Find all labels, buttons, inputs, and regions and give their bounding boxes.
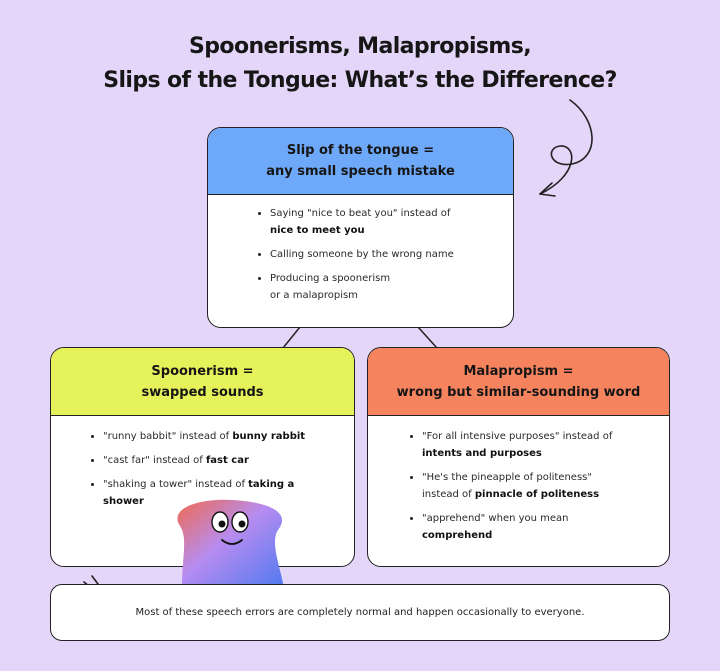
spoonerism-header-line-2: swapped sounds — [141, 384, 264, 400]
list-item: Producing a spoonerism or a malapropism — [256, 270, 475, 304]
list-item: "apprehend" when you mean comprehend — [408, 510, 625, 544]
malapropism-header: Malapropism = wrong but similar-sounding… — [368, 348, 669, 416]
list-item: "For all intensive purposes" instead of … — [408, 428, 625, 462]
title-line-1: Spoonerisms, Malapropisms, — [189, 34, 532, 59]
slip-header: Slip of the tongue = any small speech mi… — [208, 128, 513, 195]
slip-list: Saying "nice to beat you" instead of nic… — [208, 195, 513, 304]
connector-to-spoonerism — [282, 326, 301, 349]
title-line-2: Slips of the Tongue: What’s the Differen… — [103, 68, 617, 93]
list-item: "cast far" instead of fast car — [89, 452, 324, 469]
malapropism-list: "For all intensive purposes" instead of … — [368, 416, 669, 544]
spoonerism-header: Spoonerism = swapped sounds — [51, 348, 354, 416]
spoonerism-header-line-1: Spoonerism = — [151, 363, 254, 379]
slip-header-line-2: any small speech mistake — [266, 164, 455, 179]
malapropism-header-line-2: wrong but similar-sounding word — [396, 384, 641, 400]
spoonerism-box: Spoonerism = swapped sounds "runny babbi… — [50, 347, 355, 567]
page-title: Spoonerisms, Malapropisms, Slips of the … — [0, 30, 720, 98]
footer-note: Most of these speech errors are complete… — [50, 584, 670, 641]
spoonerism-list: "runny babbit" instead of bunny rabbit "… — [51, 416, 354, 510]
list-item: "runny babbit" instead of bunny rabbit — [89, 428, 324, 445]
list-item: Calling someone by the wrong name — [256, 246, 475, 263]
connector-to-malapropism — [417, 326, 438, 349]
malapropism-header-line-1: Malapropism = — [463, 363, 574, 379]
slip-header-line-1: Slip of the tongue = — [286, 143, 435, 158]
malapropism-box: Malapropism = wrong but similar-sounding… — [367, 347, 670, 567]
curly-arrow-icon — [539, 99, 593, 197]
list-item: "shaking a tower" instead of taking a sh… — [89, 476, 324, 510]
mascot-character-icon — [177, 499, 284, 588]
footer-text: Most of these speech errors are complete… — [135, 607, 585, 618]
list-item: Saying "nice to beat you" instead of nic… — [256, 205, 475, 239]
list-item: "He's the pineapple of politeness" inste… — [408, 469, 625, 503]
slip-of-tongue-box: Slip of the tongue = any small speech mi… — [207, 127, 514, 328]
